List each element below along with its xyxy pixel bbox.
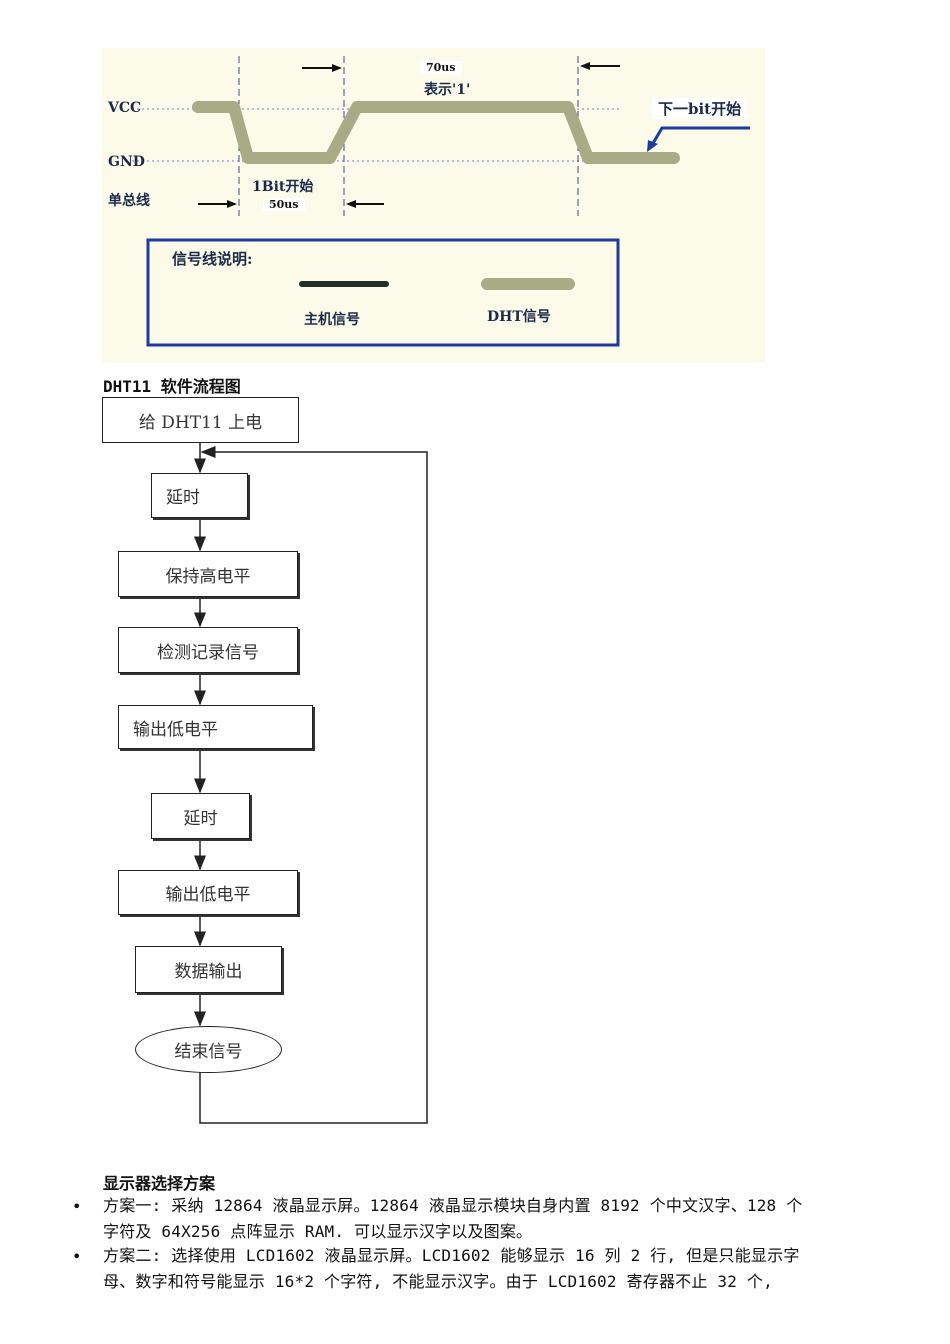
legend-host-label: 主机信号: [304, 312, 360, 328]
section-heading: 显示器选择方案: [103, 1174, 216, 1193]
step-data-output: 数据输出: [135, 946, 282, 993]
step-end-signal: 结束信号: [135, 1026, 282, 1073]
70us-label: 70us: [420, 61, 462, 74]
flowchart-title: DHT11 软件流程图: [103, 377, 241, 396]
bullet-2: •: [72, 1247, 82, 1266]
vcc-label: VCC: [108, 100, 142, 116]
step-output-low-2: 输出低电平: [118, 870, 298, 915]
bus-label: 单总线: [108, 193, 150, 209]
item1-line1: 方案一: 采纳 12864 液晶显示屏。12864 液晶显示模块自身内置 819…: [103, 1196, 803, 1215]
item2-line1: 方案二: 选择使用 LCD1602 液晶显示屏。LCD1602 能够显示 16 …: [103, 1246, 800, 1265]
timing-waveform: [132, 56, 750, 347]
step-delay-1: 延时: [151, 473, 248, 518]
timing-diagram: VCC GND 单总线 70us 表示'1' 下一bit开始 1Bit开始 50…: [102, 48, 765, 363]
item1-line2: 字符及 64X256 点阵显示 RAM. 可以显示汉字以及图案。: [103, 1222, 533, 1241]
bit-start-label: 1Bit开始: [252, 179, 314, 195]
50us-label: 50us: [263, 198, 305, 211]
item2-line2: 母、数字和符号能显示 16*2 个字符, 不能显示汉字。由于 LCD1602 寄…: [103, 1272, 773, 1291]
step-power-on: 给 DHT11 上电: [102, 397, 299, 443]
legend-title: 信号线说明:: [172, 250, 253, 268]
means-one-label: 表示'1': [424, 82, 471, 98]
legend-dht-label: DHT信号: [487, 309, 551, 325]
step-delay-2: 延时: [151, 793, 250, 839]
gnd-label: GND: [108, 154, 145, 170]
step-keep-high: 保持高电平: [118, 551, 298, 597]
step-detect-signal: 检测记录信号: [118, 627, 298, 673]
step-output-low-1: 输出低电平: [118, 705, 313, 749]
next-bit-label: 下一bit开始: [652, 98, 748, 119]
bullet-1: •: [72, 1197, 82, 1216]
